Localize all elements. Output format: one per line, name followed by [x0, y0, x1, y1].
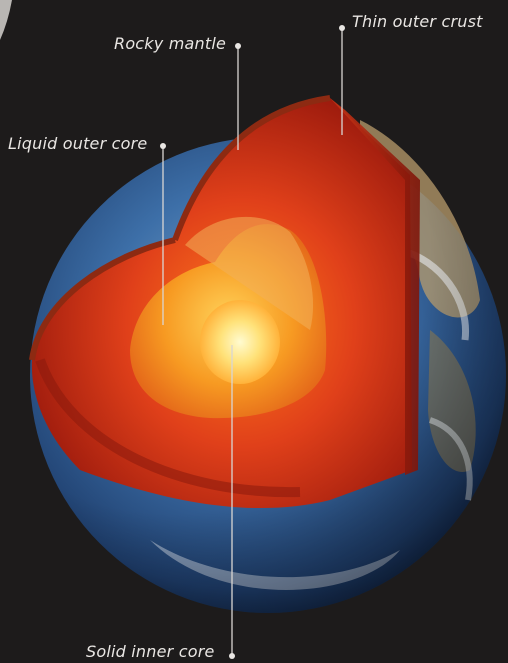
- label-thin-outer-crust: Thin outer crust: [352, 12, 483, 31]
- label-liquid-outer-core: Liquid outer core: [8, 134, 148, 153]
- label-solid-inner-core: Solid inner core: [86, 642, 215, 661]
- leader-dots: [160, 25, 345, 659]
- moon-edge: [0, 0, 12, 40]
- leader-lines: [162, 28, 343, 654]
- inner-core: [200, 300, 280, 384]
- label-rocky-mantle: Rocky mantle: [114, 34, 227, 53]
